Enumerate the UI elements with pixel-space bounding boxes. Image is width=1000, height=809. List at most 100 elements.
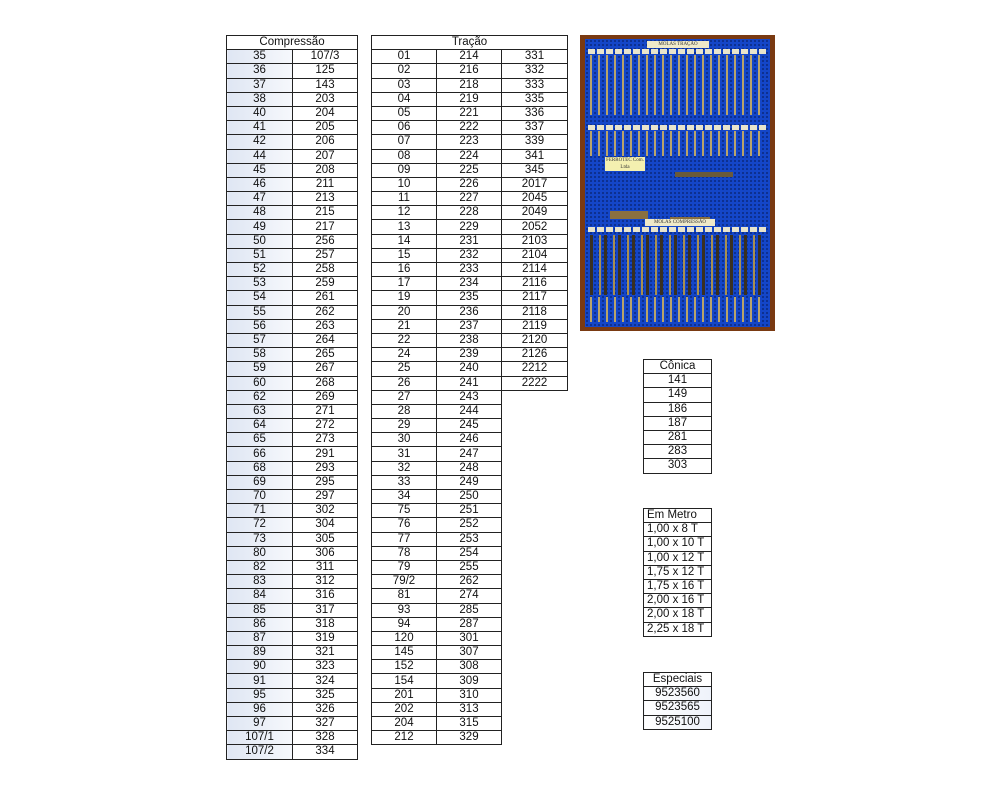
table-cell: 76 [371, 517, 437, 533]
table-cell: 202 [371, 701, 437, 718]
photo-label-compressao: MOLAS COMPRESSÃO [645, 219, 715, 226]
table-cell: 333 [501, 77, 568, 93]
table-cell: 07 [371, 134, 437, 150]
table-cell: 186 [643, 401, 712, 417]
table-row: 1,00 x 8 T [643, 522, 712, 538]
table-cell: 45 [226, 162, 293, 178]
tracao-title: Tração [371, 34, 568, 51]
table-cell: 319 [291, 630, 359, 647]
table-cell: 59 [226, 361, 293, 377]
table-cell: 267 [291, 361, 359, 377]
table-cell: 85 [226, 602, 293, 618]
table-cell: 1,75 x 16 T [643, 578, 712, 595]
table-cell: 37 [226, 77, 293, 93]
table-cell: 317 [291, 602, 359, 618]
table-cell: 316 [291, 588, 359, 604]
table-cell: 97 [226, 715, 293, 732]
table-cell: 89 [226, 645, 293, 661]
table-cell: 70 [226, 488, 293, 505]
table-cell: 327 [291, 715, 359, 732]
table-cell: 345 [501, 162, 568, 178]
table-cell: 241 [436, 375, 502, 391]
table-cell: 203 [291, 91, 359, 107]
table-row: 9523560 [643, 686, 712, 702]
table-cell: 52 [226, 261, 293, 278]
table-cell: 187 [643, 415, 712, 431]
table-cell: 57 [226, 332, 293, 349]
table-cell: 80 [226, 545, 293, 561]
table-cell: 91 [226, 673, 293, 689]
table-cell: 01 [371, 49, 437, 65]
table-cell: 21 [371, 318, 437, 334]
table-cell: 71 [226, 503, 293, 519]
table-cell: 02 [371, 63, 437, 79]
table-cell: 281 [643, 429, 712, 446]
table-cell: 120 [371, 630, 437, 647]
table-cell: 28 [371, 403, 437, 420]
table-cell: 247 [436, 446, 502, 462]
table-row: 303 [643, 458, 712, 474]
table-cell: 42 [226, 134, 293, 150]
table-row: 283 [643, 444, 712, 460]
table-cell: 223 [436, 134, 502, 150]
table-row: 141 [643, 373, 712, 389]
table-cell: 2103 [501, 233, 568, 249]
table-cell: 81 [371, 588, 437, 604]
table-cell: 237 [436, 318, 502, 334]
table-cell: 253 [436, 531, 502, 547]
spring-display-board-photo: MOLAS TRAÇÃO FERROTEC Com. Ltda MOLAS CO… [580, 35, 775, 331]
table-cell: 95 [226, 687, 293, 703]
table-cell: 264 [291, 332, 359, 349]
table-cell: 331 [501, 49, 568, 65]
table-cell: 297 [291, 488, 359, 505]
table-cell: 16 [371, 261, 437, 278]
table-cell: 206 [291, 134, 359, 150]
table-cell: 2017 [501, 176, 568, 193]
especiais-title: Especiais [643, 671, 712, 688]
table-row: 2,25 x 18 T [643, 621, 712, 637]
table-cell: 2052 [501, 219, 568, 235]
table-cell: 263 [291, 318, 359, 334]
table-cell: 236 [436, 304, 502, 320]
table-cell: 2,00 x 16 T [643, 593, 712, 609]
table-cell: 125 [291, 63, 359, 79]
table-cell: 312 [291, 574, 359, 590]
table-cell: 332 [501, 63, 568, 79]
table-cell: 19 [371, 290, 437, 306]
table-cell: 63 [226, 403, 293, 420]
table-cell: 235 [436, 290, 502, 306]
